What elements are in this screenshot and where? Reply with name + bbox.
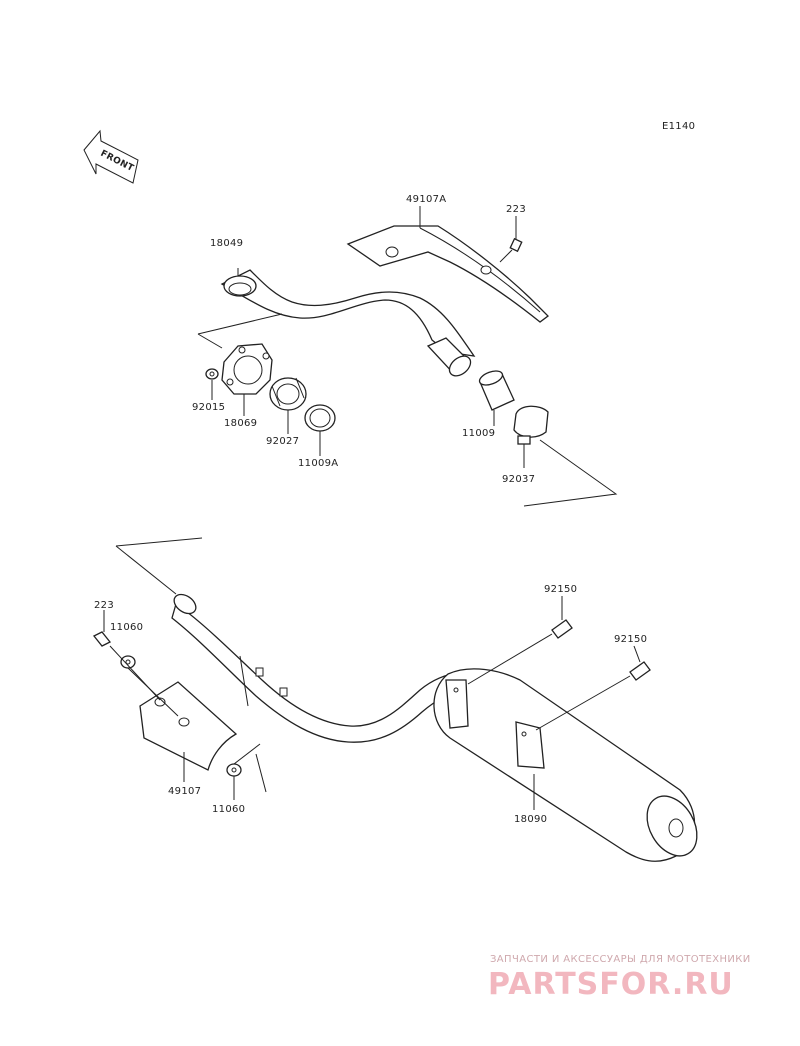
label-11060-top: 11060 bbox=[110, 622, 143, 633]
leader-line bbox=[255, 753, 267, 793]
watermark-tagline: ЗАПЧАСТИ И АКСЕССУАРЫ ДЛЯ МОТОТЕХНИКИ bbox=[490, 954, 751, 965]
label-92037: 92037 bbox=[502, 474, 535, 485]
gasket-18069 bbox=[221, 343, 273, 395]
bolt-223-bottom bbox=[92, 631, 112, 647]
label-18069: 18069 bbox=[224, 418, 257, 429]
washer-11060-bottom bbox=[226, 763, 242, 777]
muffler-bracket-rear bbox=[515, 721, 545, 769]
leader-line bbox=[115, 537, 203, 547]
bolt-92150-upper bbox=[467, 619, 573, 685]
clamp-92037 bbox=[513, 405, 549, 445]
heat-guard-upper bbox=[346, 225, 549, 323]
leader-line bbox=[633, 645, 641, 663]
label-49107: 49107 bbox=[168, 786, 201, 797]
diagram-code: E1140 bbox=[662, 121, 695, 132]
label-223-bottom: 223 bbox=[94, 600, 114, 611]
leader-line bbox=[523, 439, 618, 507]
label-92015: 92015 bbox=[192, 402, 225, 413]
label-18049: 18049 bbox=[210, 238, 243, 249]
gasket-11009 bbox=[478, 370, 515, 411]
label-92027: 92027 bbox=[266, 436, 299, 447]
leader-line bbox=[197, 313, 283, 335]
watermark-logo: PARTSFOR.RU bbox=[488, 967, 734, 1002]
heat-guard-lower bbox=[139, 681, 238, 771]
front-arrow-icon: FRONT bbox=[83, 129, 139, 184]
bolt-223-top bbox=[499, 237, 523, 263]
label-223-top: 223 bbox=[506, 204, 526, 215]
label-11060-bottom: 11060 bbox=[212, 804, 245, 815]
leader-line bbox=[239, 655, 249, 707]
nut-92015 bbox=[205, 368, 219, 380]
label-11009A: 11009A bbox=[298, 458, 338, 469]
header-pipe bbox=[220, 269, 476, 377]
label-18090: 18090 bbox=[514, 814, 547, 825]
washer-11060-top bbox=[120, 655, 136, 669]
gasket-11009A bbox=[304, 404, 336, 432]
leader-line bbox=[197, 333, 223, 349]
muffler-18090 bbox=[433, 668, 698, 862]
label-11009: 11009 bbox=[462, 428, 495, 439]
muffler-bracket-front bbox=[445, 679, 469, 729]
leader-line bbox=[233, 743, 261, 765]
leader-line bbox=[127, 667, 179, 717]
label-92150-a: 92150 bbox=[544, 584, 577, 595]
gasket-92027 bbox=[269, 377, 307, 411]
label-49107A: 49107A bbox=[406, 194, 446, 205]
label-92150-b: 92150 bbox=[614, 634, 647, 645]
bolt-92150-lower bbox=[535, 661, 651, 731]
leader-line bbox=[115, 545, 177, 595]
